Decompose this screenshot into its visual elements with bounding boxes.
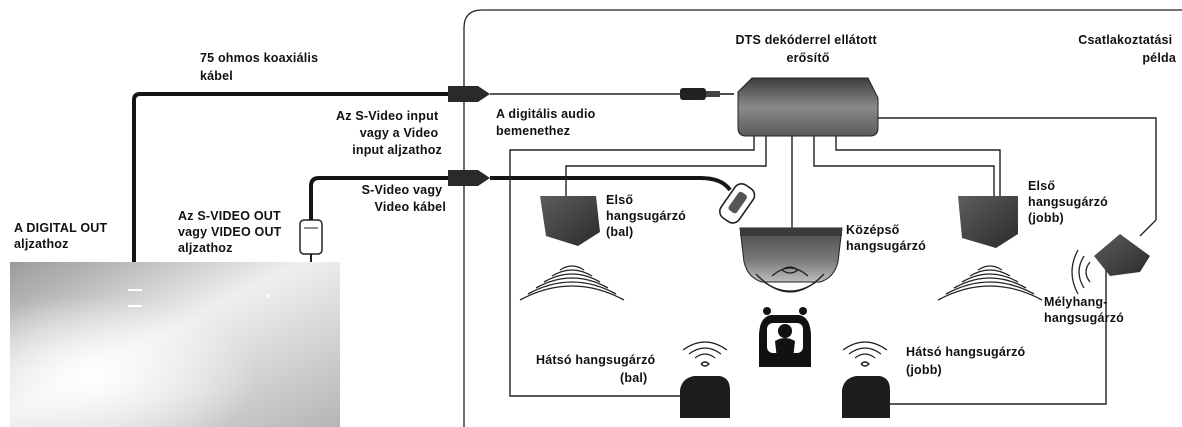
rear-left-speaker [680,376,730,418]
subwoofer [1094,234,1150,276]
front-right-speaker [958,196,1018,248]
svideo-arrow [448,170,490,186]
rca-plug-icon [680,88,734,100]
dvd-player [10,262,340,427]
sound-wave-icon [1071,249,1091,295]
dts-amplifier [737,77,879,137]
svideo-tv-plug [719,183,756,224]
svideo-cable [309,176,448,220]
label-center: Középső hangsugárzó [846,223,926,253]
svideo-plug [299,219,323,262]
label-svideo-out-jack: Az S-VIDEO OUT vagy VIDEO OUT aljzathoz [178,209,285,255]
sound-wave-icon [682,341,728,367]
coaxial-cable [132,92,448,262]
speaker-wires [509,117,1157,405]
system-frame [463,9,1182,427]
label-rear-right: Hátsó hangsugárzó (jobb) [906,345,1029,377]
rear-right-speaker [842,376,890,418]
label-rear-left: Hátsó hangsugárzó (bal) [536,353,659,385]
center-speaker [739,227,843,283]
sound-wave-icon [755,266,825,293]
label-front-left: Első hangsugárzó (bal) [606,193,690,239]
sound-wave-icon [842,341,888,367]
label-front-right: Első hangsugárzó (jobb) [1028,179,1112,225]
label-subwoofer: Mélyhang- hangsugárzó [1044,295,1124,325]
sound-wave-icon [519,265,625,301]
label-digital-audio-input: A digitális audio bemenethez [496,107,599,138]
coaxial-arrow [448,86,490,102]
sound-wave-icon [937,265,1043,301]
label-svideo-input-jack: Az S-Video input vagy a Video input aljz… [336,109,442,157]
listener-icon [759,307,811,367]
label-svideo-cable: S-Video vagy Video kábel [362,183,446,214]
label-digital-out-jack: A DIGITAL OUT aljzathoz [14,221,111,251]
label-dts-amplifier: DTS dekóderrel ellátott erősítő [735,33,880,65]
label-system-example: Csatlakoztatási példa [1078,33,1177,65]
label-75ohm-cable: 75 ohmos koaxiális kábel [200,51,322,83]
front-left-speaker [540,196,600,246]
